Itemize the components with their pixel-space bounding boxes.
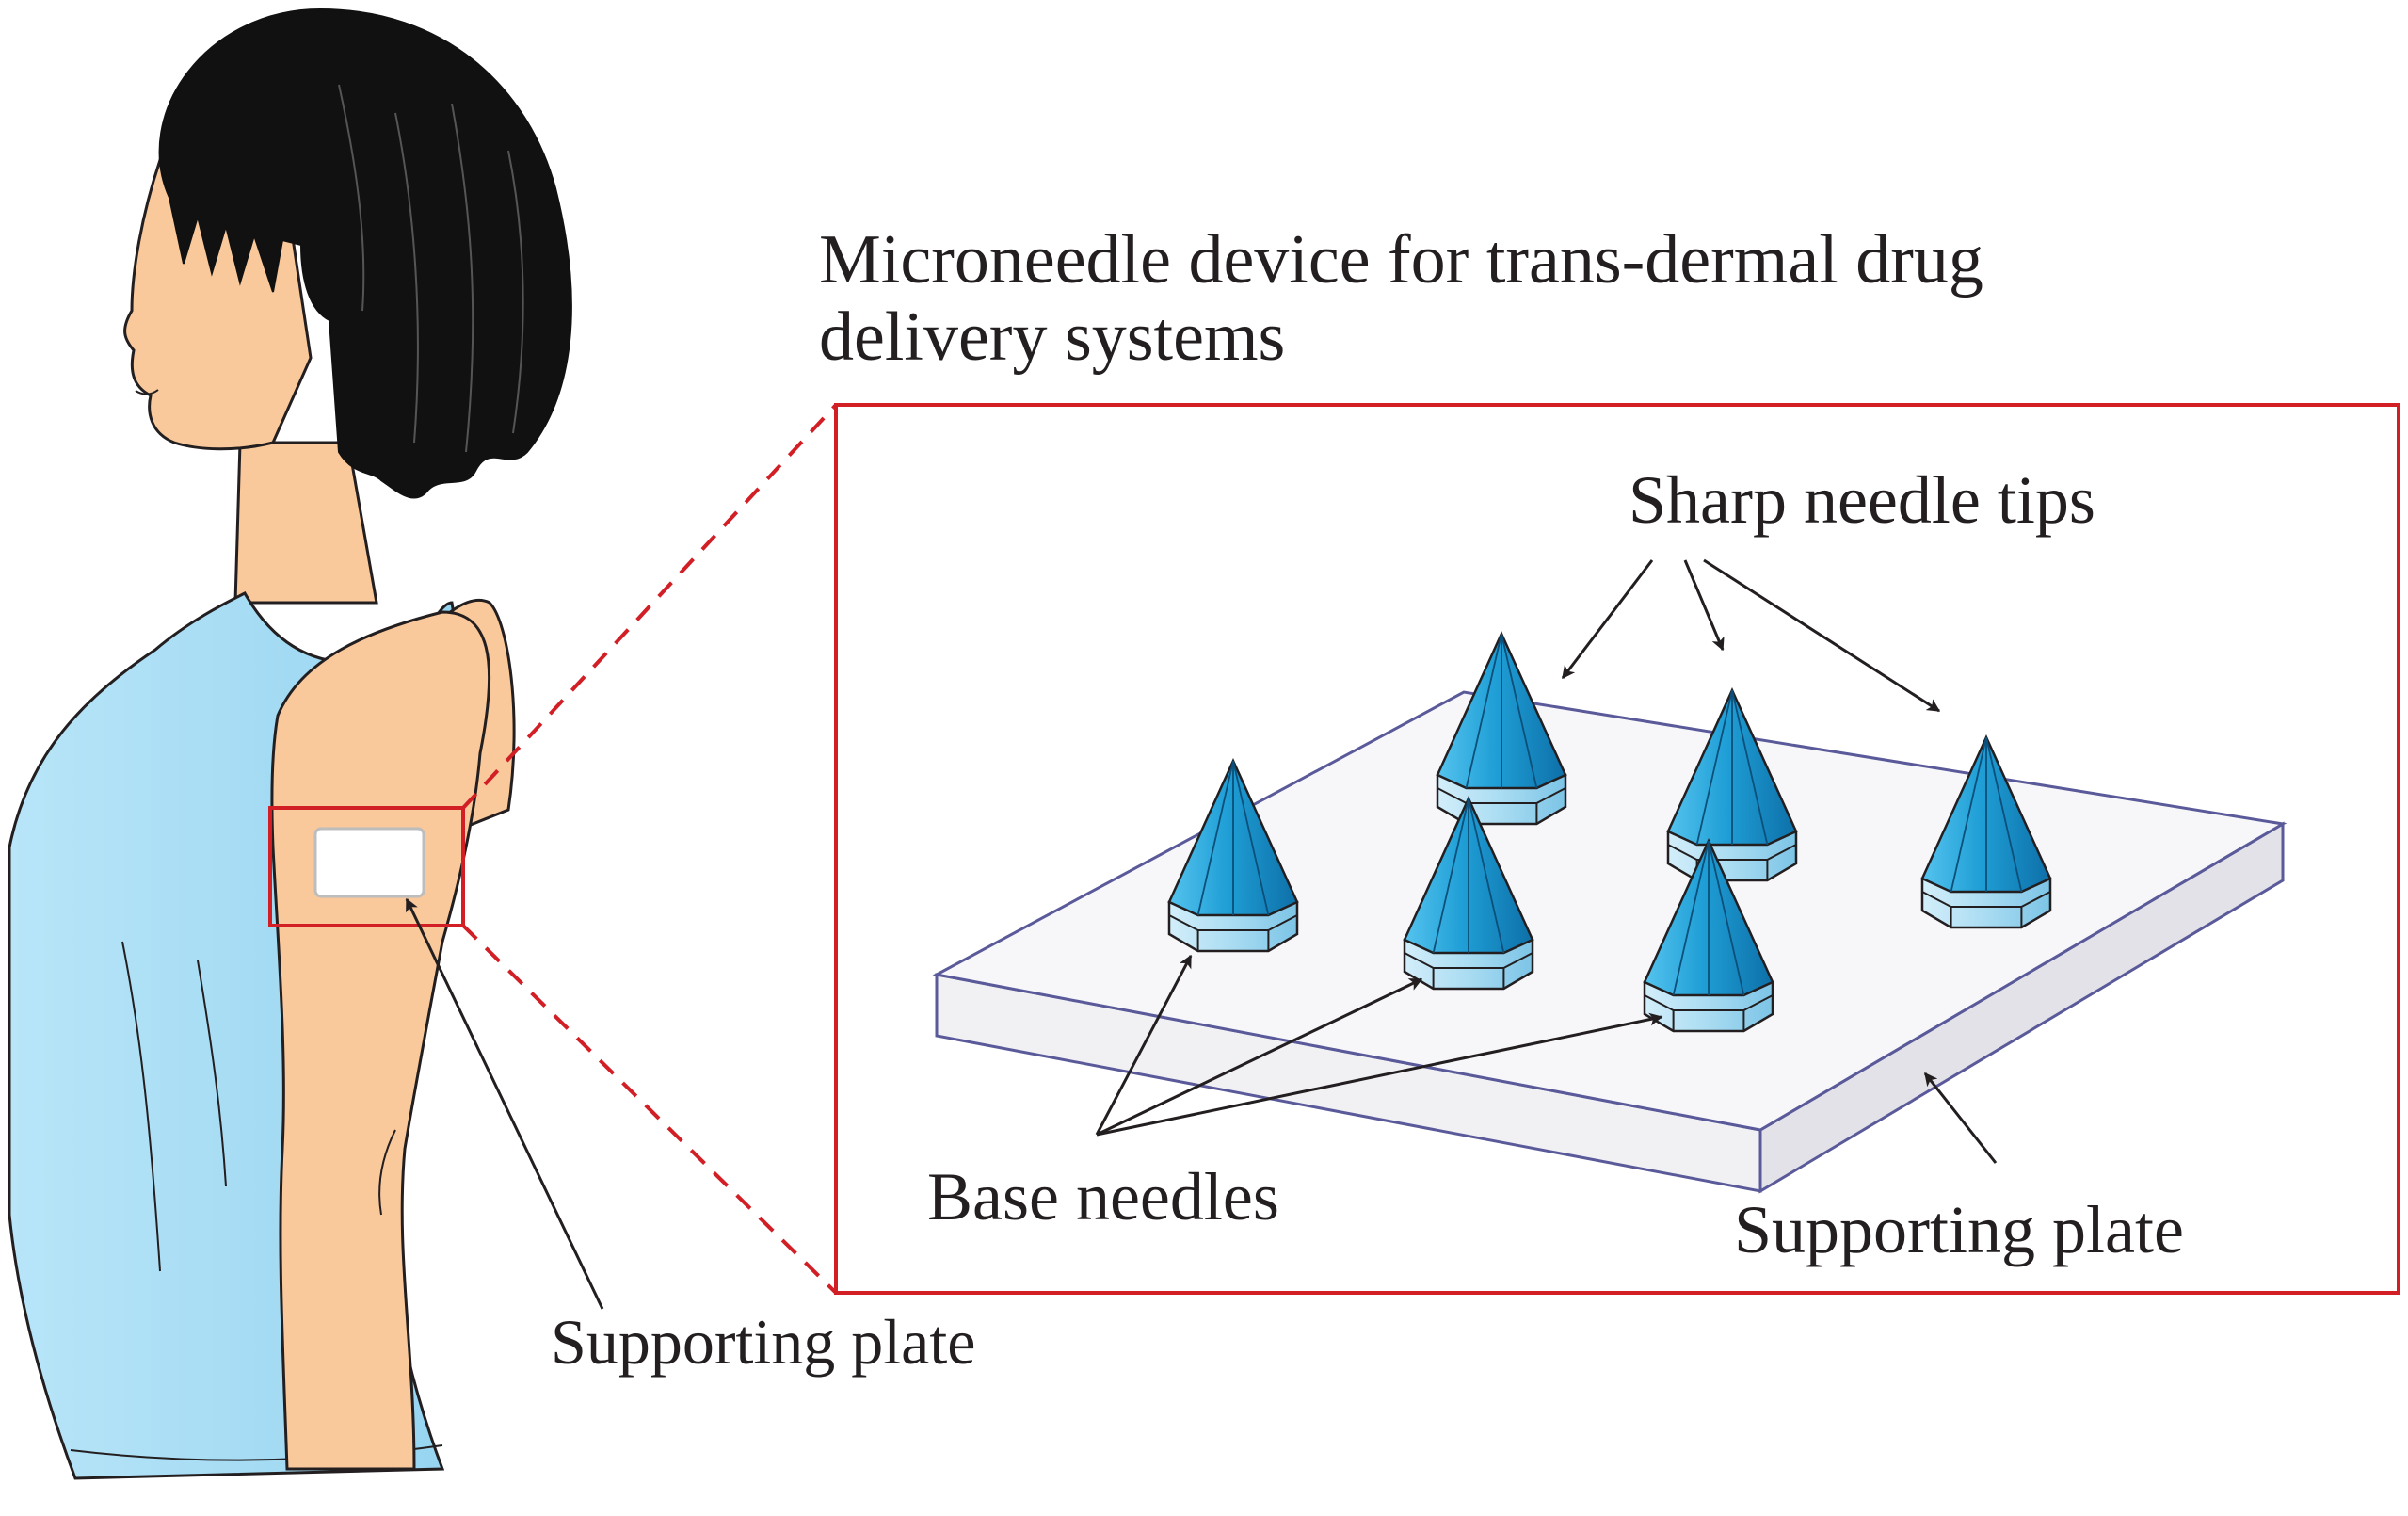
needle-6 (1643, 837, 1774, 1033)
supporting-plate (932, 690, 2288, 1194)
label-supporting-plate-inset: Supporting plate (1734, 1192, 2184, 1267)
neck (233, 441, 378, 605)
lips (135, 389, 159, 395)
zoom-line-bottom (461, 924, 838, 1295)
label-base-needles: Base needles (927, 1159, 1279, 1234)
inset-plate-arrow (1923, 1072, 1998, 1164)
hair (158, 8, 572, 499)
base-needles-arrows (1095, 954, 1663, 1137)
needle-5 (1403, 795, 1534, 991)
needle-3 (1920, 734, 2052, 929)
label-supporting-plate-arm: Supporting plate (551, 1306, 975, 1378)
figure-title-line2: delivery systems (819, 298, 1285, 376)
person-illustration (8, 8, 572, 1480)
inset-frame (834, 403, 2400, 1295)
figure-title-line1: Microneedle device for trans-dermal drug (819, 221, 1983, 298)
upper-arm (270, 610, 491, 1471)
needle-4 (1167, 757, 1299, 953)
arm-highlight-frame (268, 806, 465, 927)
zoom-line-top (461, 403, 838, 810)
sharp-tips-arrows (1561, 558, 1941, 713)
label-sharp-needle-tips: Sharp needle tips (1629, 462, 2095, 538)
arm-patch (313, 827, 425, 898)
arm-plate-arrow (405, 897, 604, 1310)
microneedle-array (1167, 630, 2052, 1033)
